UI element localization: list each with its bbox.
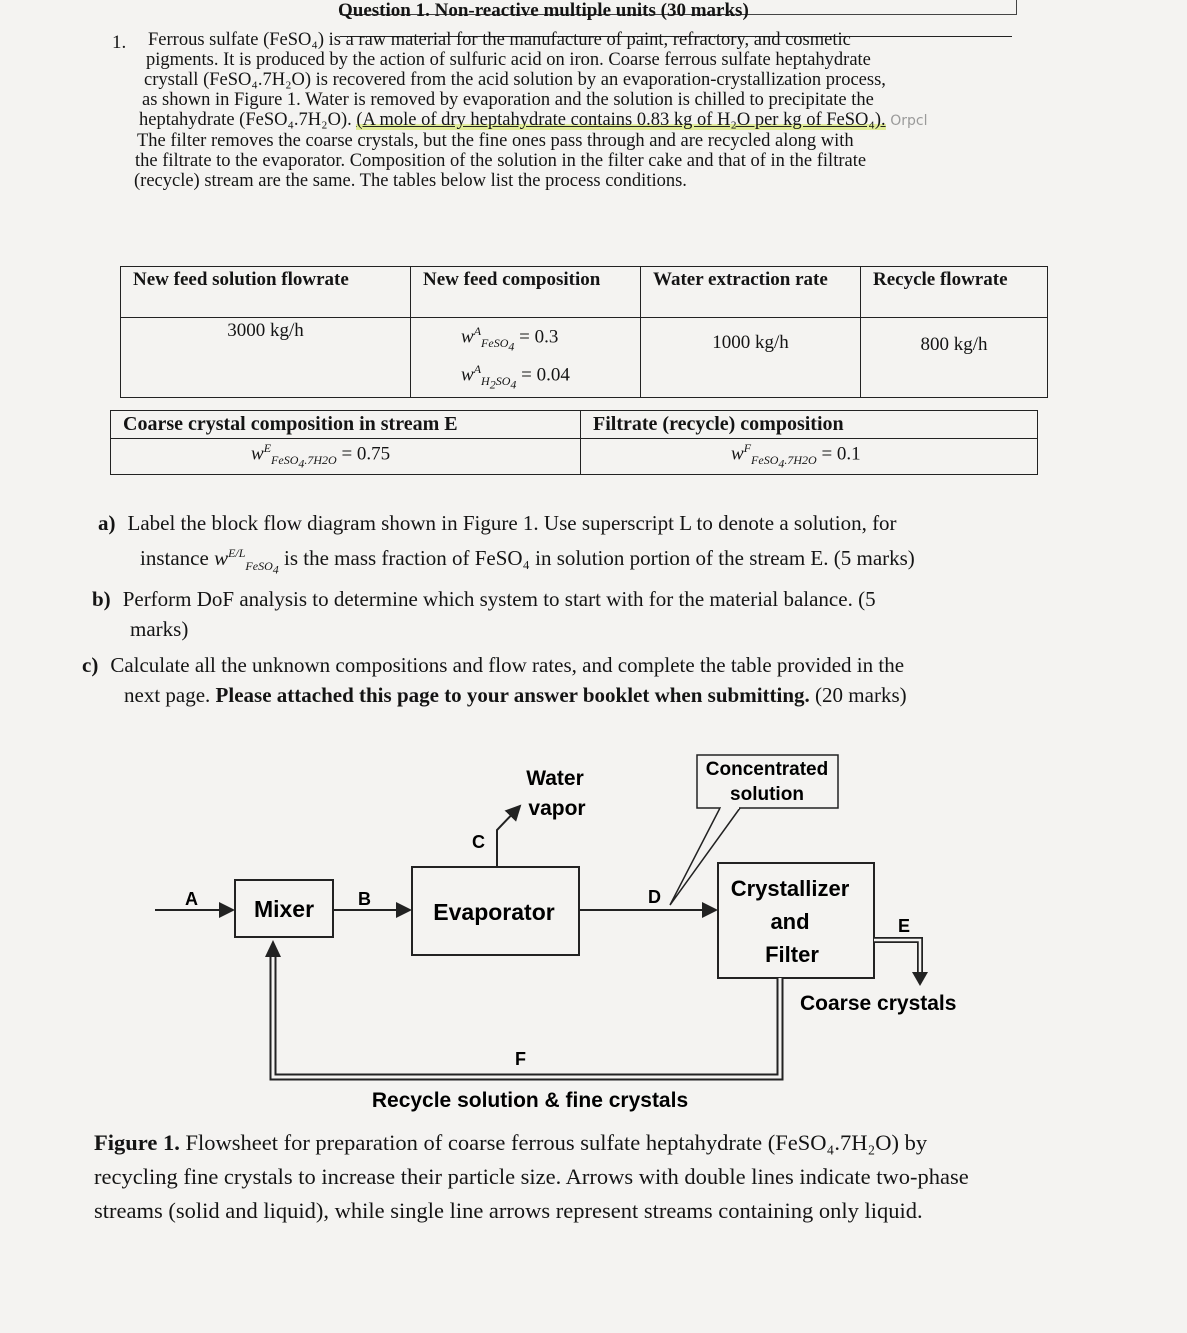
stream-f-value: = 0.1 xyxy=(821,443,861,465)
value-feed-composition: wAFeSO4 = 0.3 wAH2SO4 = 0.04 xyxy=(410,316,641,399)
question-title: Question 1. Non-reactive multiple units … xyxy=(338,0,749,21)
water-vapor-label-1: Water xyxy=(526,767,584,790)
part-c-marks: (20 marks) xyxy=(815,683,907,707)
figure-caption-line-2: recycling fine crystals to increase thei… xyxy=(94,1164,969,1189)
part-c-next-page: next page. xyxy=(124,683,211,707)
crystallizer-label-2: and xyxy=(770,909,809,934)
part-a-instance: instance xyxy=(140,546,209,570)
part-a-line-2: is the mass fraction of FeSO₄ in solutio… xyxy=(284,546,915,570)
comp-feso4: wAFeSO4 = 0.3 xyxy=(461,324,559,354)
value-stream-f: wFFeSO4.7H2O = 0.1 xyxy=(580,438,1038,475)
part-b-line-2: marks) xyxy=(130,617,189,641)
comp-feso4-value: = 0.3 xyxy=(519,326,559,348)
intro-line-8: (recycle) stream are the same. The table… xyxy=(134,171,687,191)
concentrated-label-1: Concentrated xyxy=(706,759,828,780)
header-recycle-flowrate: Recycle flowrate xyxy=(860,266,1048,318)
intro-line-1: Ferrous sulfate (FeSO₄) is a raw materia… xyxy=(148,30,851,50)
mixer-label: Mixer xyxy=(254,896,314,922)
stream-c-label: C xyxy=(472,832,485,852)
concentrated-callout-box xyxy=(696,754,839,809)
part-b: b) Perform DoF analysis to determine whic… xyxy=(92,584,1082,644)
intro-line-3: crystall (FeSO₄.7H₂O) is recovered from … xyxy=(144,70,886,90)
part-b-line-1: Perform DoF analysis to determine which … xyxy=(122,587,876,611)
block-flow-diagram: A Mixer B Evaporator C Water vapor D Con… xyxy=(155,754,956,1112)
intro-line-7: the filtrate to the evaporator. Composit… xyxy=(135,151,867,171)
mixer-block xyxy=(234,879,334,938)
pencil-note: Orpcl xyxy=(890,113,928,129)
intro-line-6: The filter removes the coarse crystals, … xyxy=(137,131,854,151)
part-a-symbol: wE/LFeSO4 xyxy=(214,546,279,577)
intro-line-4: as shown in Figure 1. Water is removed b… xyxy=(142,90,874,110)
stream-b-label: B xyxy=(358,889,371,909)
stream-f-recycle xyxy=(269,955,784,1081)
concentrated-label-2: solution xyxy=(730,784,804,805)
part-a-label: a) xyxy=(98,511,116,535)
intro-line-5-text: heptahydrate (FeSO₄.7H₂O). xyxy=(139,110,352,130)
recycle-label: Recycle solution & fine crystals xyxy=(372,1089,688,1112)
part-a-line-1: Label the block flow diagram shown in Fi… xyxy=(127,511,897,535)
part-c-label: c) xyxy=(82,653,99,677)
stream-e-value: = 0.75 xyxy=(341,443,391,465)
comp-h2so4-value: = 0.04 xyxy=(521,363,570,385)
stream-f-arrowhead xyxy=(265,940,281,957)
part-a: a) Label the block flow diagram shown in … xyxy=(98,508,1088,585)
crystallizer-block xyxy=(717,862,875,979)
evaporator-label: Evaporator xyxy=(433,899,554,925)
process-conditions-table: New feed solution flowrate New feed comp… xyxy=(120,266,1048,399)
part-b-label: b) xyxy=(92,587,111,611)
coarse-crystals-label: Coarse crystals xyxy=(800,992,956,1015)
part-c-line-1: Calculate all the unknown compositions a… xyxy=(110,653,905,677)
part-c-instruction: Please attached this page to your answer… xyxy=(215,683,810,707)
value-feed-flowrate: 3000 kg/h xyxy=(120,316,411,399)
crystallizer-label-1: Crystallizer xyxy=(731,876,850,901)
value-stream-e: wEFeSO4.7H2O = 0.75 xyxy=(110,438,581,475)
value-water-extraction: 1000 kg/h xyxy=(640,316,861,399)
title-underline xyxy=(340,36,1012,37)
figure-caption-line-3: streams (solid and liquid), while single… xyxy=(94,1198,923,1223)
header-feed-flowrate: New feed solution flowrate xyxy=(120,266,411,318)
figure-caption-label: Figure 1. xyxy=(94,1130,180,1155)
stream-d-label: D xyxy=(648,887,661,907)
header-feed-composition: New feed composition xyxy=(410,266,641,318)
stream-f-label: F xyxy=(515,1049,526,1069)
stream-a-label: A xyxy=(185,889,198,909)
composition-table: Coarse crystal composition in stream E F… xyxy=(110,410,1038,475)
water-vapor-label-2: vapor xyxy=(528,797,585,820)
value-recycle-flowrate: 800 kg/h xyxy=(860,316,1048,399)
figure-caption-line-1: Flowsheet for preparation of coarse ferr… xyxy=(185,1130,928,1155)
highlighted-sentence: (A mole of dry heptahydrate contains 0.8… xyxy=(356,110,886,130)
part-c: c) Calculate all the unknown compositions… xyxy=(82,650,1092,710)
question-number: 1. xyxy=(112,32,127,53)
stream-e-arrowhead xyxy=(912,972,928,986)
stream-c-arrow xyxy=(496,804,522,867)
header-water-extraction: Water extraction rate xyxy=(640,266,861,318)
stream-e-arrow xyxy=(874,937,923,976)
concentrated-callout-pointer xyxy=(669,807,741,906)
header-frame xyxy=(340,0,1017,15)
comp-h2so4: wAH2SO4 = 0.04 xyxy=(461,361,570,392)
intro-paragraph: Ferrous sulfate (FeSO₄) is a raw materia… xyxy=(134,30,1034,191)
intro-line-5: heptahydrate (FeSO₄.7H₂O). (A mole of dr… xyxy=(134,110,1034,131)
crystallizer-label-3: Filter xyxy=(765,942,819,967)
intro-line-2: pigments. It is produced by the action o… xyxy=(146,50,871,70)
figure-caption: Figure 1. Flowsheet for preparation of c… xyxy=(94,1126,1179,1228)
header-coarse-crystal: Coarse crystal composition in stream E xyxy=(110,410,581,439)
stream-e-label: E xyxy=(898,916,910,936)
header-filtrate: Filtrate (recycle) composition xyxy=(580,410,1038,439)
